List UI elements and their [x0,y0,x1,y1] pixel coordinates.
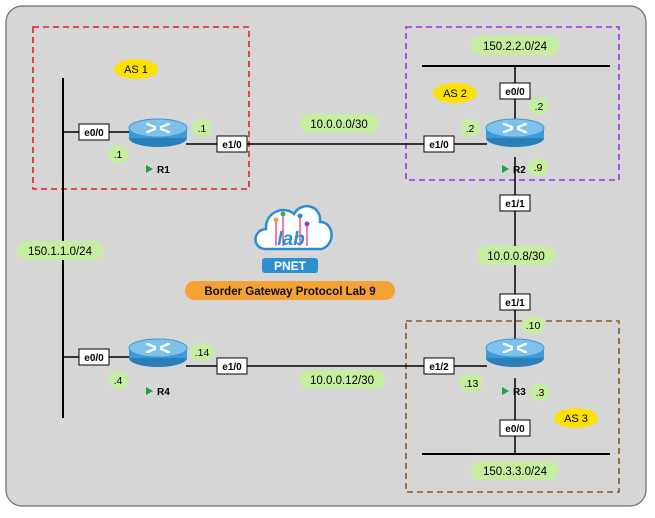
as3-boundary [405,320,620,493]
router-r2-label: R2 [502,165,526,176]
iface-r4-e00-text: e0/0 [84,353,104,364]
iface-r3-e11-text: e1/1 [505,298,525,309]
iface-r1-e00: e0/0 [78,123,110,141]
as1-boundary [32,26,250,190]
as1-label-text: AS 1 [124,64,148,76]
lab-title: Border Gateway Protocol Lab 9 [185,281,395,300]
subnet-lan2-text: 150.2.2.0/24 [483,41,548,53]
iface-r3-e12: e1/2 [423,357,455,375]
run-flag-icon [502,165,509,173]
iface-r2-e00: e0/0 [499,82,531,100]
as1-label: AS 1 [114,59,158,79]
iface-r3-e11: e1/1 [499,293,531,311]
subnet-r1-r2-text: 10.0.0.0/30 [310,119,368,131]
run-flag-icon [146,387,153,395]
subnet-lan3-text: 150.3.3.0/24 [483,466,548,478]
router-r3-name: R3 [513,387,526,398]
run-flag-icon [146,165,153,173]
addr-r3-lan: .3 [530,383,550,401]
iface-r1-e00-text: e0/0 [84,128,104,139]
addr-r4-link3: .14 [190,343,214,361]
addr-r3-link3: .13 [459,374,483,392]
iface-r2-e11: e1/1 [499,194,531,212]
as2-boundary [405,26,620,181]
cloud-lab-icon: lab [254,204,333,251]
addr-r2-link2-text: .9 [534,162,543,174]
subnet-lan2: 150.2.2.0/24 [471,36,559,55]
iface-r3-e00-text: e0/0 [505,424,525,435]
router-r2[interactable] [484,117,546,149]
subnet-r4-r3-text: 10.0.0.12/30 [310,375,374,387]
subnet-r4-r3: 10.0.0.12/30 [299,370,385,389]
iface-r2-e00-text: e0/0 [505,87,525,98]
addr-r4-lan-text: .4 [114,375,123,387]
router-r1[interactable] [127,117,189,149]
as2-label-text: AS 2 [443,88,467,100]
run-flag-icon [502,387,509,395]
iface-r1-e10: e1/0 [216,135,248,153]
iface-r4-e00: e0/0 [78,348,110,366]
iface-r2-e11-text: e1/1 [505,199,525,210]
addr-r2-lan: .2 [529,97,549,115]
router-r1-name: R1 [157,165,170,176]
router-r4-label: R4 [146,387,170,398]
iface-r3-e12-text: e1/2 [429,362,449,373]
addr-r2-lan-text: .2 [535,101,544,113]
addr-r1-lan: .1 [108,145,128,163]
iface-r3-e00: e0/0 [499,419,531,437]
subnet-lan3: 150.3.3.0/24 [471,461,559,480]
addr-r1-lan-text: .1 [114,149,123,161]
addr-r4-lan: .4 [108,371,128,389]
subnet-lan1: 150.1.1.0/24 [17,241,103,260]
addr-r3-lan-text: .3 [536,387,545,399]
pnet-logo: lab PNET [254,204,333,273]
svg-text:lab: lab [277,229,305,250]
router-r4-name: R4 [157,387,170,398]
subnet-r2-r3-text: 10.0.0.8/30 [487,251,545,263]
iface-r4-e10: e1/0 [216,357,248,375]
addr-r1-link-text: .1 [198,123,207,135]
addr-r2-link: .2 [460,119,480,137]
as2-label: AS 2 [433,83,477,103]
addr-r4-link3-text: .14 [195,347,210,359]
router-r2-name: R2 [513,165,526,176]
router-r4[interactable] [127,337,189,369]
addr-r3-link2-text: .10 [526,320,541,332]
addr-r1-link: .1 [192,119,212,137]
addr-r2-link2: .9 [528,158,548,176]
addr-r3-link3-text: .13 [464,378,479,390]
iface-r2-e10: e1/0 [423,135,455,153]
subnet-lan1-text: 150.1.1.0/24 [28,246,93,258]
lab-title-text: Border Gateway Protocol Lab 9 [204,286,375,298]
iface-r1-e10-text: e1/0 [222,140,242,151]
router-r1-label: R1 [146,165,170,176]
subnet-r1-r2: 10.0.0.0/30 [300,114,378,133]
iface-r2-e10-text: e1/0 [429,140,449,151]
addr-r3-link2: .10 [521,316,545,334]
router-r3-label: R3 [502,387,526,398]
pnet-logo-text: PNET [274,259,307,273]
as3-label-text: AS 3 [564,413,588,425]
iface-r4-e10-text: e1/0 [222,362,242,373]
router-r3[interactable] [484,337,546,369]
addr-r2-link-text: .2 [466,123,475,135]
as3-label: AS 3 [554,408,598,428]
subnet-r2-r3: 10.0.0.8/30 [477,246,555,265]
